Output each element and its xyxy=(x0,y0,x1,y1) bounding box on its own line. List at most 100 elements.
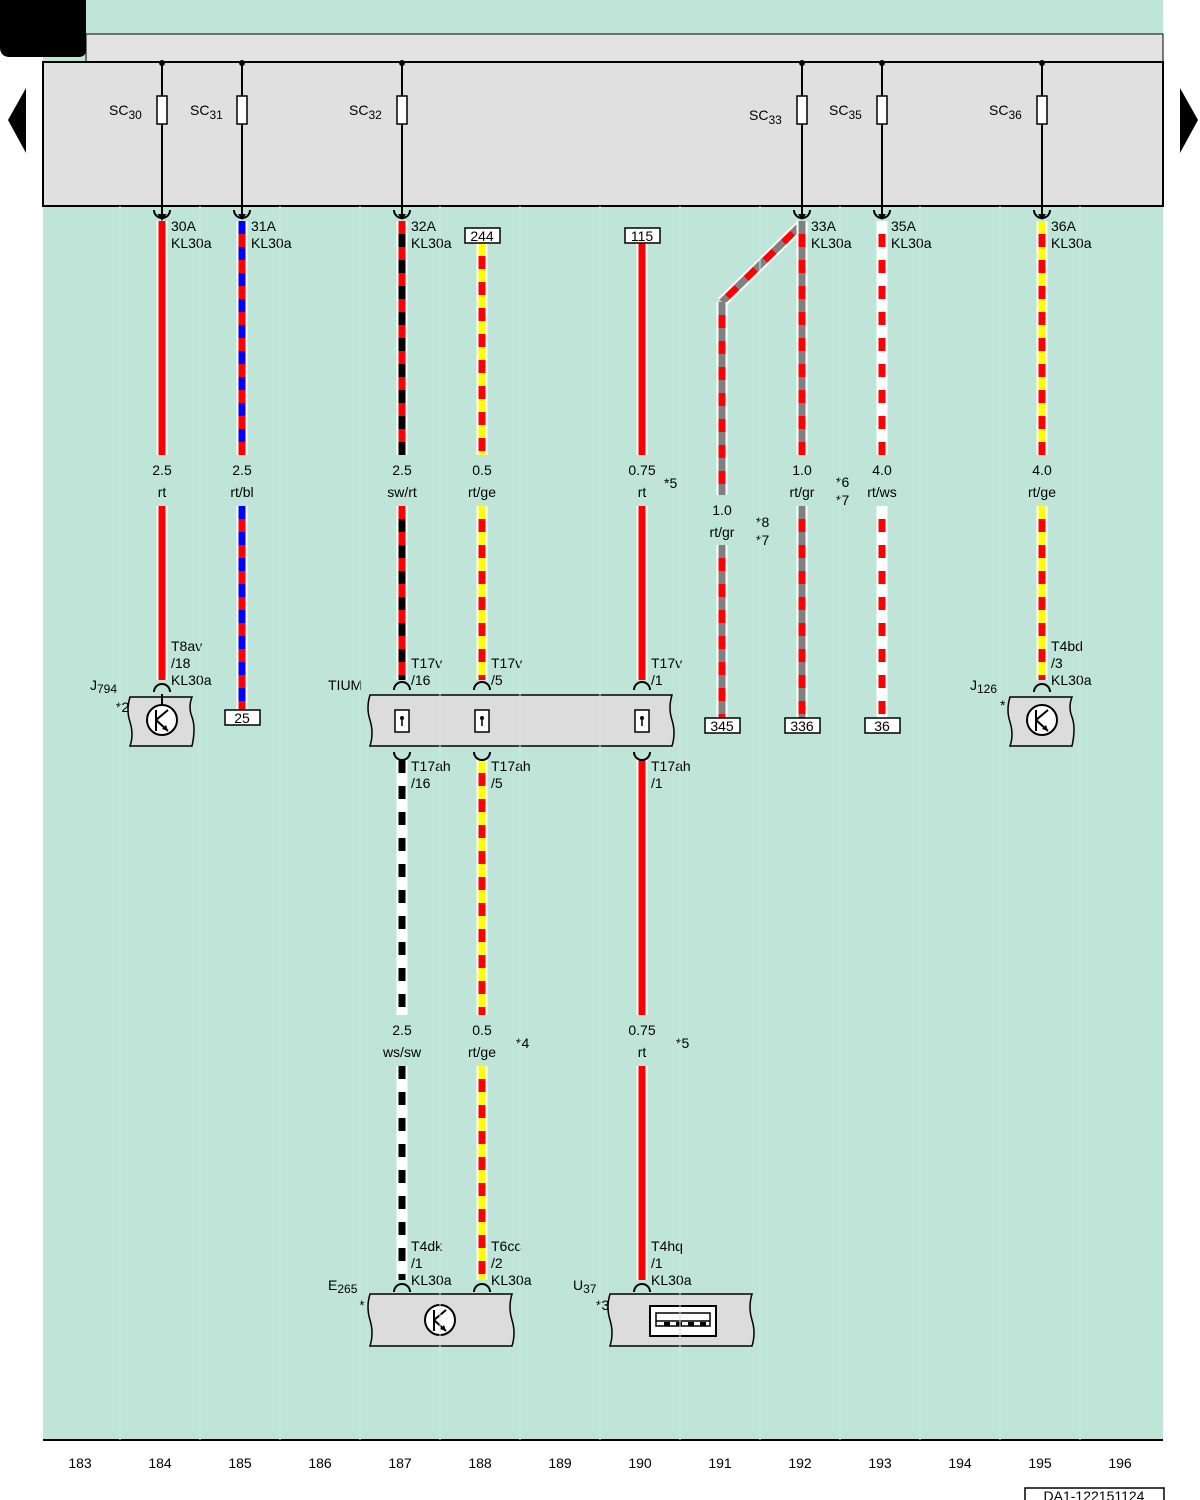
pin-connectors xyxy=(153,681,1051,1293)
svg-text:T6cc: T6cc xyxy=(491,1238,521,1254)
terminal-label: 30A xyxy=(171,218,197,234)
svg-text:KL30a: KL30a xyxy=(1051,672,1092,688)
fuse-sc36: SC36 xyxy=(989,60,1051,220)
footnote-marker: *7 xyxy=(836,492,849,508)
svg-text:T17ah: T17ah xyxy=(411,758,451,774)
svg-text:/18: /18 xyxy=(171,655,191,671)
wire-size-label: 1.0 xyxy=(712,502,732,518)
wire-size-label: 2.5 xyxy=(232,462,252,478)
pin-label-t4bd: T4bd /3 KL30a xyxy=(1051,638,1092,688)
wire-color-label: rt/ws xyxy=(867,484,897,500)
column-number: 190 xyxy=(628,1455,652,1471)
svg-text:/16: /16 xyxy=(411,775,431,791)
component-label: J794 xyxy=(90,677,117,696)
wire-color-label: rt/bl xyxy=(230,484,253,500)
column-number: 194 xyxy=(948,1455,972,1471)
wire-color-label: rt/ge xyxy=(468,484,496,500)
column-number: 187 xyxy=(388,1455,412,1471)
terminal-label: 32A xyxy=(411,218,437,234)
fuse-label: SC33 xyxy=(749,107,782,127)
footnote-marker: *3 xyxy=(596,1297,609,1313)
column-number: 186 xyxy=(308,1455,332,1471)
wire-color-label: rt xyxy=(638,484,647,500)
wire-color-label: sw/rt xyxy=(387,484,417,500)
header-strip xyxy=(85,33,1164,63)
ref-box-345[interactable]: 345 xyxy=(704,717,741,734)
svg-text:/3: /3 xyxy=(1051,655,1063,671)
fuse-label: SC31 xyxy=(190,102,223,122)
svg-text:T4hq: T4hq xyxy=(651,1238,683,1254)
wire-color-label: ws/sw xyxy=(382,1044,422,1060)
footnote-marker: *5 xyxy=(664,475,677,491)
svg-text:T4bd: T4bd xyxy=(1051,638,1083,654)
transistor-symbol-icon xyxy=(1026,704,1058,736)
component-tium[interactable]: TIUM xyxy=(328,677,675,747)
terminal-label: KL30a xyxy=(251,235,292,251)
column-number: 188 xyxy=(468,1455,492,1471)
fuse-sc30: SC30 xyxy=(109,60,171,221)
column-number: 184 xyxy=(148,1455,172,1471)
wire-color-label: rt xyxy=(158,484,167,500)
svg-text:/5: /5 xyxy=(491,775,503,791)
terminal-label: 33A xyxy=(811,218,837,234)
svg-text:/1: /1 xyxy=(651,672,663,688)
terminal-label: KL30a xyxy=(171,235,212,251)
wire-color-label: rt/ge xyxy=(1028,484,1056,500)
ref-box-text: 244 xyxy=(470,228,494,244)
component-label: TIUM xyxy=(328,677,362,693)
pin-label-t17ah-1: T17ah /1 xyxy=(651,758,691,791)
ref-box-336[interactable]: 336 xyxy=(784,717,821,734)
ref-box-36[interactable]: 36 xyxy=(864,717,901,734)
terminal-label: KL30a xyxy=(411,235,452,251)
ref-box-115[interactable]: 115 xyxy=(624,227,661,244)
ref-box-text: 345 xyxy=(710,718,734,734)
diagram-code: DA1-122151124 xyxy=(1044,1488,1145,1500)
component-label: J126 xyxy=(970,677,997,696)
pin-label-t4dk: T4dk /1 KL30a xyxy=(411,1238,452,1288)
wire-191[interactable] xyxy=(716,220,806,718)
ref-box-text: 115 xyxy=(631,228,654,244)
terminal-label: KL30a xyxy=(1051,235,1092,251)
ref-box-25[interactable]: 25 xyxy=(224,709,261,726)
ref-box-text: 25 xyxy=(234,710,250,726)
triangle-left-icon[interactable] xyxy=(8,88,26,153)
column-number: 189 xyxy=(548,1455,572,1471)
component-j126[interactable]: J126 * xyxy=(970,677,1075,747)
wire-size-label: 4.0 xyxy=(1032,462,1052,478)
pin-label-t4hq: T4hq /1 KL30a xyxy=(651,1238,692,1288)
component-u37[interactable]: U37 *3 xyxy=(573,1277,755,1347)
svg-text:T17v: T17v xyxy=(411,655,442,671)
footnote-marker: *4 xyxy=(516,1035,529,1051)
terminal-label: 31A xyxy=(251,218,277,234)
pin-label-t8av: T8av /18 KL30a xyxy=(171,638,212,688)
terminal-label: 35A xyxy=(891,218,917,234)
ref-box-244[interactable]: 244 xyxy=(464,227,501,244)
fuse-label: SC30 xyxy=(109,102,142,122)
svg-text:/1: /1 xyxy=(411,1255,423,1271)
svg-text:/1: /1 xyxy=(651,775,663,791)
column-number: 183 xyxy=(68,1455,92,1471)
svg-text:T17ah: T17ah xyxy=(651,758,691,774)
footnote-marker: *5 xyxy=(676,1035,689,1051)
svg-text:T17v: T17v xyxy=(491,655,522,671)
wire-color-label: rt xyxy=(638,1044,647,1060)
svg-text:T4dk: T4dk xyxy=(411,1238,443,1254)
svg-text:T8av: T8av xyxy=(171,638,202,654)
fuse-sc35: SC35 xyxy=(829,60,891,220)
fuse-sc33: SC33 xyxy=(749,60,811,220)
fuse-label: SC32 xyxy=(349,102,382,122)
wire-color-label: rt/gr xyxy=(790,484,815,500)
svg-text:KL30a: KL30a xyxy=(171,672,212,688)
pin-label-t6cc: T6cc /2 KL30a xyxy=(491,1238,532,1288)
column-number: 185 xyxy=(228,1455,252,1471)
footnote-marker: *2 xyxy=(116,699,129,715)
wire-color-label: rt/ge xyxy=(468,1044,496,1060)
svg-text:T17ah: T17ah xyxy=(491,758,531,774)
footnote-marker: * xyxy=(1000,697,1006,713)
triangle-right-icon[interactable] xyxy=(1180,88,1198,153)
component-j794[interactable]: J794 *2 xyxy=(90,677,195,747)
wire-size-label: 0.5 xyxy=(472,1022,492,1038)
svg-text:T17v: T17v xyxy=(651,655,682,671)
svg-text:/2: /2 xyxy=(491,1255,503,1271)
